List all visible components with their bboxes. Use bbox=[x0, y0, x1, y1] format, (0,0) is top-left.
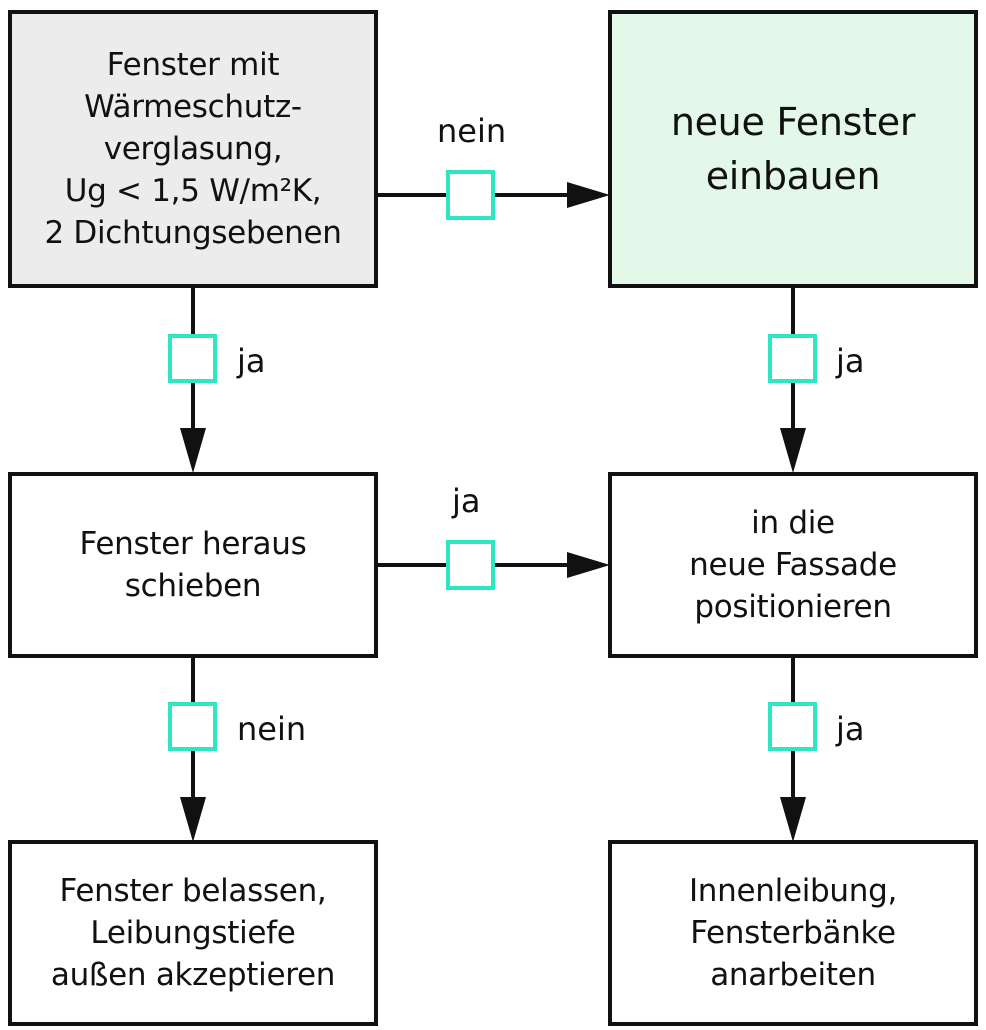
position-box: in die neue Fassade positionieren bbox=[608, 472, 978, 658]
keep-box: Fenster belassen, Leibungstiefe außen ak… bbox=[8, 840, 378, 1026]
edge-label-start-to-new: nein bbox=[437, 112, 507, 150]
arrowhead-position-to-finish bbox=[780, 797, 806, 842]
checkbox-start-to-push[interactable] bbox=[168, 334, 217, 383]
checkbox-push-to-position[interactable] bbox=[446, 540, 495, 590]
start-box: Fenster mit Wärmeschutz- verglasung, Ug … bbox=[8, 10, 378, 288]
checkbox-start-to-new[interactable] bbox=[446, 170, 495, 220]
finish-box: Innenleibung, Fensterbänke anarbeiten bbox=[608, 840, 978, 1026]
arrowhead-push-to-position bbox=[567, 552, 610, 578]
edge-label-start-to-push: ja bbox=[237, 342, 266, 380]
checkbox-position-to-finish[interactable] bbox=[768, 702, 817, 751]
arrowhead-push-to-keep bbox=[180, 797, 206, 842]
checkbox-new-to-position[interactable] bbox=[768, 334, 817, 383]
edge-label-position-to-finish: ja bbox=[836, 710, 865, 748]
edge-label-push-to-keep: nein bbox=[237, 710, 307, 748]
push-out-box: Fenster heraus schieben bbox=[8, 472, 378, 658]
checkbox-push-to-keep[interactable] bbox=[168, 702, 217, 751]
edge-label-new-to-position: ja bbox=[836, 342, 865, 380]
arrowhead-start-to-new bbox=[567, 182, 610, 208]
edge-label-push-to-position: ja bbox=[452, 482, 481, 520]
arrowhead-start-to-push bbox=[180, 428, 206, 473]
new-window-box: neue Fenster einbauen bbox=[608, 10, 978, 288]
arrowhead-new-to-position bbox=[780, 428, 806, 473]
